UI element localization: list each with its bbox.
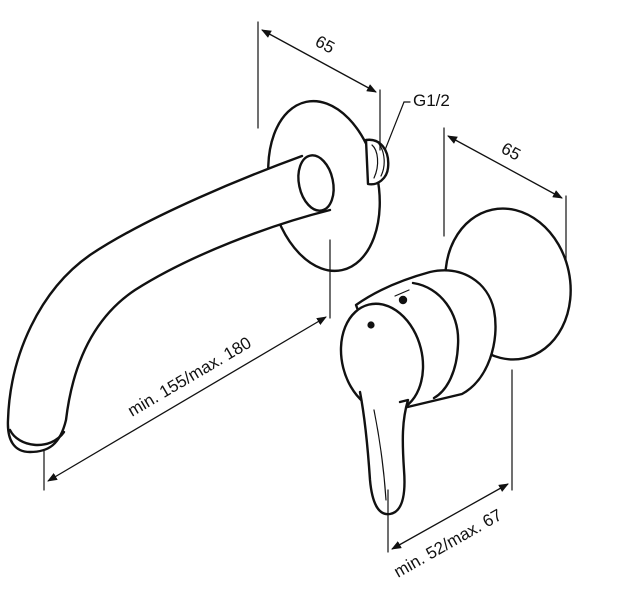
thread-connector bbox=[364, 138, 390, 186]
mixer-assembly bbox=[339, 207, 572, 516]
callout-thread: G1/2 bbox=[384, 91, 450, 151]
spout-pipe-end bbox=[297, 154, 335, 212]
label-mixer-plate-width: 65 bbox=[498, 139, 524, 165]
temperature-indicator-icon bbox=[367, 289, 410, 329]
valve-body-band bbox=[411, 281, 460, 400]
lever-handle[interactable] bbox=[358, 390, 410, 516]
label-spout-plate-width: 65 bbox=[312, 32, 338, 58]
label-mixer-depth: min. 52/max. 67 bbox=[391, 505, 506, 581]
label-thread: G1/2 bbox=[413, 91, 450, 110]
spout-pipe bbox=[6, 154, 332, 454]
spout-assembly bbox=[6, 99, 390, 454]
label-spout-length: min. 155/max. 180 bbox=[124, 333, 254, 420]
